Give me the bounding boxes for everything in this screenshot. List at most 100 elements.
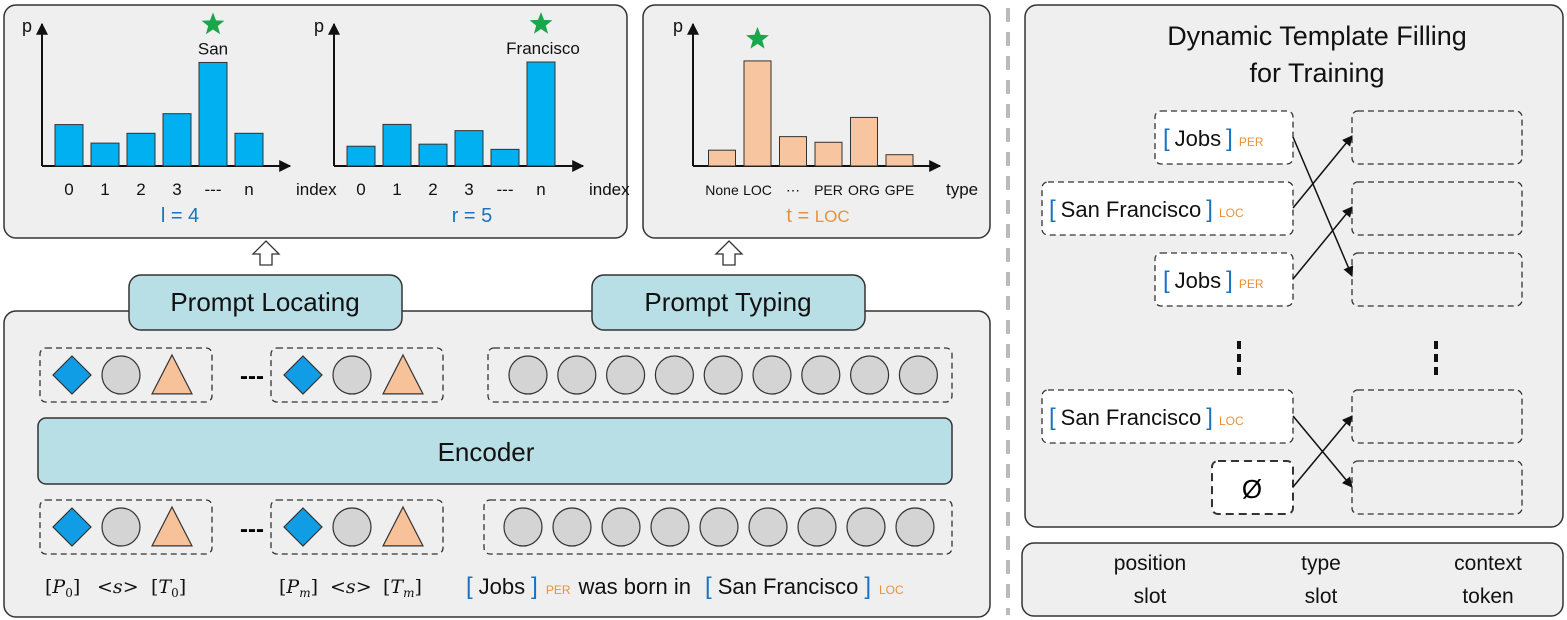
enc-top-m-type-slot-icon bbox=[382, 353, 424, 395]
left-bar-1 bbox=[90, 142, 120, 167]
up-arrow-typing bbox=[714, 240, 744, 266]
right-bar-1 bbox=[382, 123, 412, 167]
vertical-ellipsis-right bbox=[1434, 341, 1438, 375]
enc-top-m-context-icon bbox=[332, 355, 372, 395]
legend-context-label-2: token bbox=[1462, 585, 1513, 608]
arrow-jobs2-to-box2 bbox=[1292, 206, 1353, 280]
enc-bot-context-token-0 bbox=[503, 507, 543, 547]
type-tick-1: LOC bbox=[743, 182, 772, 198]
right-bar-3 bbox=[454, 130, 484, 167]
left-tick-1: 1 bbox=[100, 180, 109, 199]
enc-bot-context-token-3 bbox=[650, 507, 690, 547]
enc-top-context-token-5 bbox=[752, 355, 792, 395]
svg-text:[Jobs]PER: [Jobs]PER bbox=[1163, 267, 1264, 294]
left-bar-3 bbox=[162, 113, 192, 167]
type-tick-5: GPE bbox=[885, 182, 915, 198]
entity-box-sf-1: [San Francisco]LOC bbox=[1041, 181, 1294, 236]
prompt-slots-bottom-0 bbox=[39, 499, 213, 555]
prompt-slots-bottom-m bbox=[270, 499, 444, 555]
enc-bot-0-context-icon bbox=[101, 507, 141, 547]
enc-bot-context-token-8 bbox=[895, 507, 935, 547]
encoder-label: Encoder bbox=[438, 437, 535, 467]
right-bar-5 bbox=[526, 61, 556, 167]
ellipsis-bottom: --- bbox=[240, 516, 264, 543]
enc-top-context-token-6 bbox=[801, 355, 841, 395]
enc-bot-0-position-slot-icon bbox=[52, 507, 92, 547]
right-y-label: p bbox=[314, 16, 324, 36]
right-tick-0: 0 bbox=[356, 180, 365, 199]
typing-output-panel bbox=[642, 4, 991, 239]
svg-text:Ø: Ø bbox=[1242, 474, 1262, 504]
left-x-label: index bbox=[296, 180, 337, 199]
enc-bot-m-position-slot-icon bbox=[283, 507, 323, 547]
left-tick-4: --- bbox=[205, 180, 222, 199]
type-caption: t = LOC bbox=[786, 205, 849, 227]
right-tick-5: n bbox=[536, 180, 545, 199]
type-tick-2: ⋯ bbox=[786, 182, 800, 198]
type-bar-5 bbox=[885, 154, 914, 167]
enc-bot-m-type-slot-icon bbox=[382, 505, 424, 547]
left-tick-3: 3 bbox=[172, 180, 181, 199]
vertical-ellipsis-left bbox=[1237, 341, 1241, 375]
left-tick-2: 2 bbox=[136, 180, 145, 199]
enc-top-0-type-slot-icon bbox=[151, 353, 193, 395]
arrow-jobs1-to-box3 bbox=[1292, 136, 1354, 277]
enc-bot-context-token-1 bbox=[552, 507, 592, 547]
right-tick-1: 1 bbox=[392, 180, 401, 199]
legend-position-label-1: position bbox=[1114, 552, 1186, 575]
right-tick-2: 2 bbox=[428, 180, 437, 199]
enc-bot-context-token-6 bbox=[797, 507, 837, 547]
ellipsis-top: --- bbox=[240, 363, 264, 390]
enc-bot-m-context-icon bbox=[332, 507, 372, 547]
enc-bot-context-token-5 bbox=[748, 507, 788, 547]
empty-entity-box: Ø bbox=[1211, 460, 1294, 515]
locating-output-panel bbox=[3, 4, 628, 239]
left-bar-0 bbox=[54, 124, 84, 167]
type-tick-0: None bbox=[705, 182, 739, 198]
type-y-label: p bbox=[673, 16, 683, 36]
context-tokens-top bbox=[487, 347, 953, 403]
enc-top-0-context-icon bbox=[101, 355, 141, 395]
enc-bot-context-token-2 bbox=[601, 507, 641, 547]
right-star-icon bbox=[529, 12, 553, 34]
type-star-icon bbox=[746, 26, 769, 49]
right-bar-4 bbox=[490, 148, 520, 167]
prompt-typing-label: Prompt Typing bbox=[644, 287, 811, 317]
right-boundary-caption: r = 5 bbox=[452, 205, 493, 227]
left-tick-0: 0 bbox=[64, 180, 73, 199]
prompt-label-0: [P0] <s> [T0] bbox=[45, 576, 186, 600]
prompt-slots-top-m bbox=[270, 347, 444, 403]
right-tick-3: 3 bbox=[464, 180, 473, 199]
left-bar-5 bbox=[234, 132, 264, 167]
left-star-icon bbox=[201, 12, 225, 35]
enc-top-context-token-0 bbox=[508, 355, 548, 395]
type-bar-4 bbox=[850, 116, 878, 167]
type-x-label: type bbox=[946, 180, 978, 199]
type-tick-3: PER bbox=[814, 182, 843, 198]
arrow-sf1-to-box1 bbox=[1292, 135, 1353, 209]
entity-box-jobs-2: [Jobs]PER bbox=[1154, 252, 1294, 307]
enc-bot-0-type-slot-icon bbox=[151, 505, 193, 547]
legend-type-label-1: type bbox=[1301, 552, 1341, 575]
arrow-empty-to-box4 bbox=[1292, 415, 1353, 488]
prompt-label-m: [Pm] <s> [Tm] bbox=[279, 576, 422, 600]
legend-context-label-1: context bbox=[1454, 552, 1522, 575]
enc-top-context-token-3 bbox=[654, 355, 695, 395]
entity-box-sf-2: [San Francisco]LOC bbox=[1041, 389, 1294, 444]
enc-top-context-token-1 bbox=[557, 355, 597, 395]
enc-top-context-token-7 bbox=[849, 355, 890, 395]
svg-text:[San Francisco]LOC: [San Francisco]LOC bbox=[1049, 196, 1244, 223]
right-bar-0 bbox=[346, 145, 376, 167]
svg-text:[San Francisco]LOC: [San Francisco]LOC bbox=[1049, 404, 1244, 431]
legend-type-label-2: slot bbox=[1305, 585, 1338, 608]
type-bar-2 bbox=[779, 136, 807, 167]
up-arrow-locating bbox=[251, 240, 281, 266]
enc-top-m-position-slot-icon bbox=[283, 355, 323, 395]
prompt-typing-module: Prompt Typing bbox=[591, 274, 866, 331]
right-highlight-word: Francisco bbox=[506, 39, 580, 58]
enc-top-0-position-slot-icon bbox=[52, 355, 92, 395]
